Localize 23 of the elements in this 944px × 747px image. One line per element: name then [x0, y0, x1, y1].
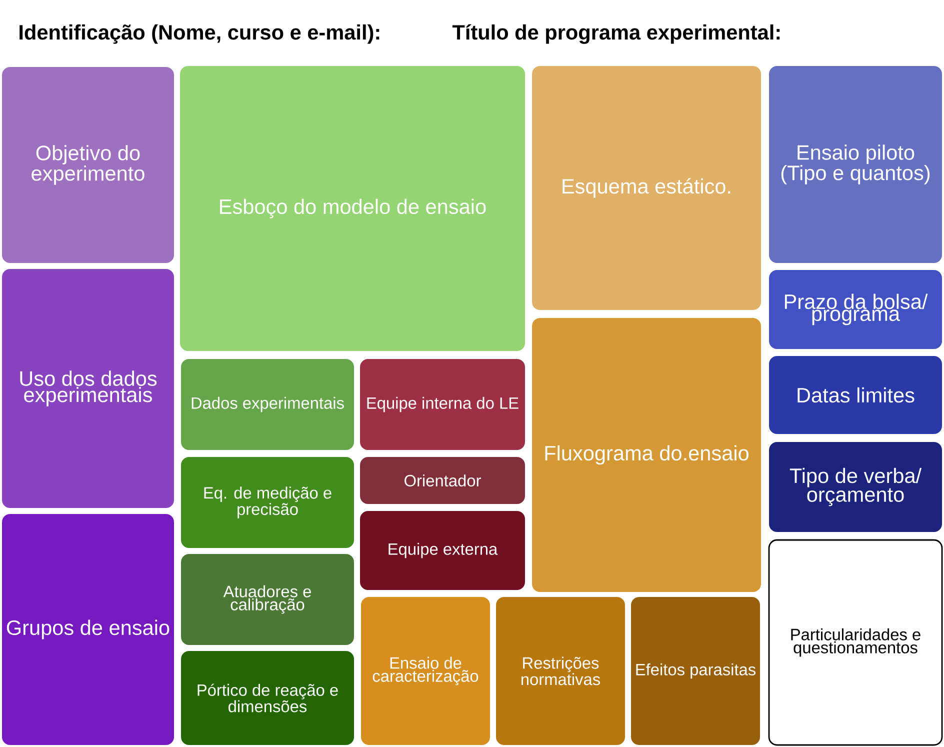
- rounded-box: Particularidades e questionamentos: [768, 539, 943, 746]
- field-label: Título de programa experimental:: [452, 24, 780, 44]
- rounded-box: Eq. de medição e precisão: [181, 457, 354, 548]
- rounded-box: Orientador: [360, 457, 525, 504]
- rounded-box: Equipe externa: [360, 511, 525, 590]
- rounded-box: Atuadores e calibração: [181, 554, 354, 645]
- rounded-box: Prazo da bolsa/ programa: [769, 270, 942, 349]
- rounded-box: Datas limites: [769, 356, 942, 434]
- rounded-box: Fluxograma do.ensaio: [532, 318, 761, 592]
- rounded-box: Ensaio de caracterização: [361, 597, 490, 745]
- rounded-box: Efeitos parasitas: [631, 597, 760, 745]
- field-label: Identificação (Nome, curso e e-mail):: [20, 24, 380, 44]
- rounded-box: Esboço do modelo de ensaio: [180, 66, 525, 351]
- rounded-box: Dados experimentais: [181, 359, 354, 450]
- rounded-box: Uso dos dados experimentais: [2, 269, 174, 508]
- rounded-box: Pórtico de reação e dimensões: [181, 651, 354, 745]
- rounded-box: Esquema estático.: [532, 66, 761, 310]
- rounded-box: Tipo de verba/ orçamento: [769, 442, 942, 532]
- rounded-box: Restrições normativas: [496, 597, 625, 745]
- rounded-box: Equipe interna do LE: [360, 359, 525, 450]
- rounded-box: Grupos de ensaio: [2, 514, 174, 745]
- rounded-box: Ensaio piloto (Tipo e quantos): [769, 66, 942, 263]
- rounded-box: Objetivo do experimento: [2, 67, 174, 263]
